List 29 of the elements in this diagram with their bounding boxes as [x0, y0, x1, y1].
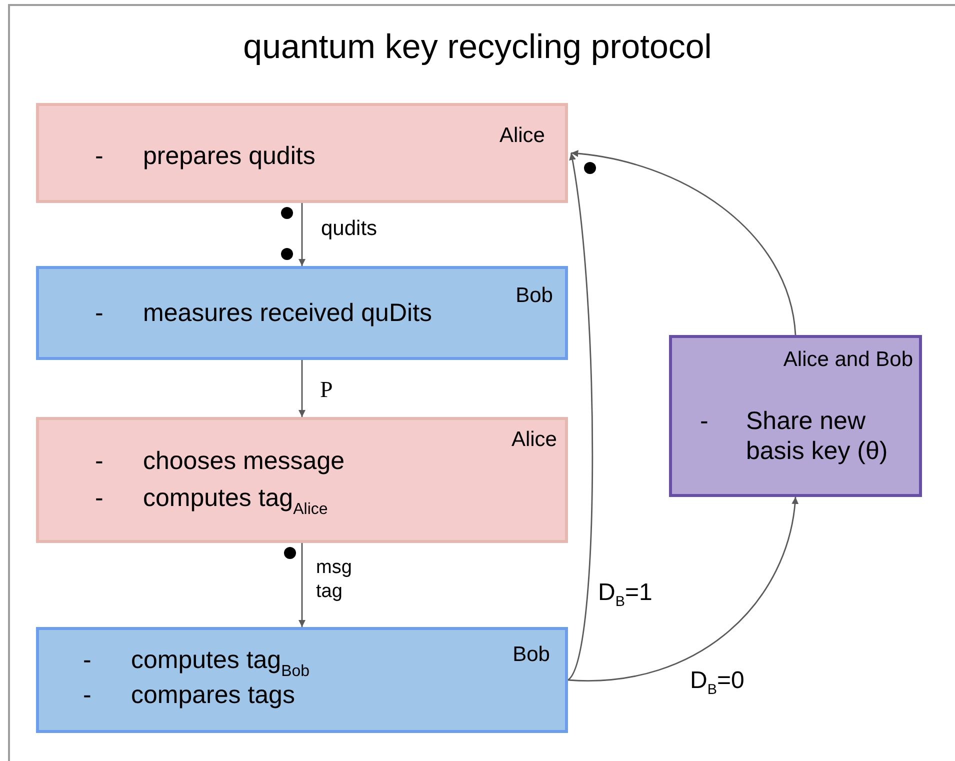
- actor-label: Alice and Bob: [783, 348, 913, 372]
- process-box: [36, 627, 568, 733]
- process-box: [36, 103, 568, 203]
- actor-label: Bob: [516, 284, 553, 308]
- edge-label: qudits: [321, 216, 378, 242]
- process-box: [36, 266, 568, 360]
- edge-label: D$_{B}$=1: [598, 578, 654, 608]
- edge-label: D$_{B}$=0: [690, 666, 746, 696]
- arrow: [571, 150, 796, 336]
- bullet-item: - prepares qudits: [95, 141, 316, 171]
- bullet-item: - Share new basis key (θ): [700, 406, 889, 466]
- bullet-item: - chooses message: [95, 446, 346, 476]
- arrow: [568, 496, 798, 682]
- arrow: [567, 152, 594, 680]
- bullet-item: - compares tags: [83, 680, 296, 710]
- arrow: [298, 543, 306, 627]
- bullet-item: - computes tag$_{Alice}$: [95, 483, 329, 513]
- edge-label: P: [320, 376, 334, 404]
- process-box: [36, 417, 568, 543]
- arrow: [298, 360, 306, 417]
- arrow: [298, 203, 306, 266]
- edge-label: msg tag: [316, 556, 353, 604]
- diagram-title: quantum key recycling protocol: [242, 28, 713, 67]
- process-box: [669, 335, 922, 497]
- bullet-item: - measures received quDits: [95, 298, 434, 328]
- bullet-item: - computes tag$_{Bob}$: [83, 645, 311, 675]
- actor-label: Alice: [499, 124, 545, 148]
- actor-label: Bob: [512, 643, 550, 667]
- actor-label: Alice: [511, 428, 557, 452]
